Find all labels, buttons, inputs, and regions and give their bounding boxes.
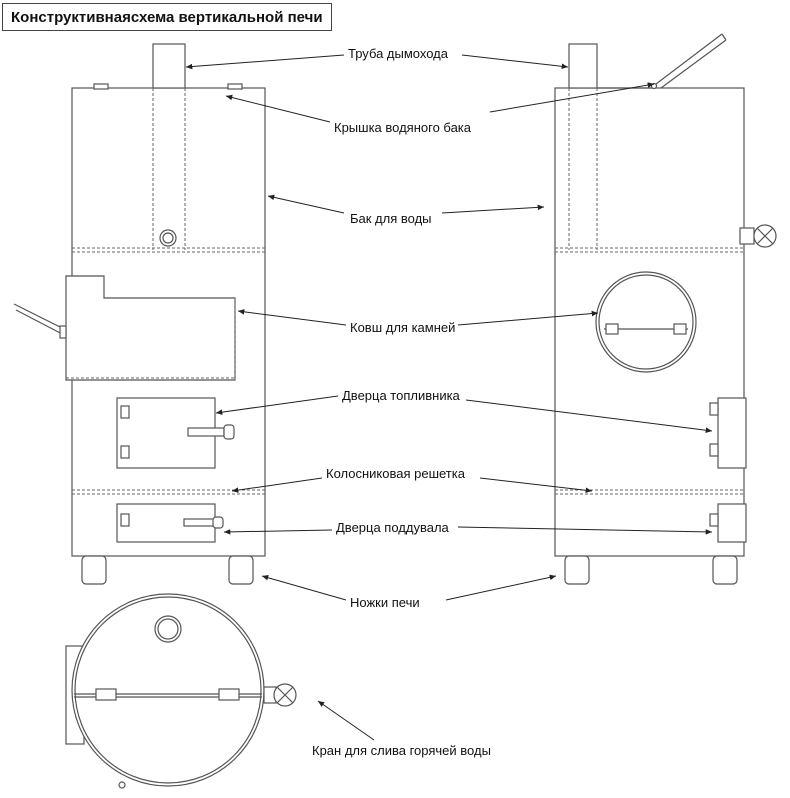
label-chimney: Труба дымохода — [348, 46, 448, 61]
label-grate: Колосниковая решетка — [326, 466, 465, 481]
tank-fill-hole — [159, 229, 177, 247]
diagram-title: Конструктивнаясхема вертикальной печи — [2, 3, 332, 31]
side-firebox-door — [717, 397, 747, 469]
top-view — [65, 593, 297, 789]
side-basket — [595, 271, 697, 373]
label-legs: Ножки печи — [350, 595, 420, 610]
lid-handle-left — [93, 83, 109, 90]
label-firebox-door: Дверца топливника — [342, 388, 460, 403]
side-tap-body — [739, 227, 755, 245]
open-lid — [655, 33, 723, 85]
basket-handle — [13, 303, 67, 331]
leader-arrows — [185, 54, 713, 741]
label-stone-basket: Ковш для камней — [350, 320, 456, 335]
label-water-tank: Бак для воды — [350, 211, 432, 226]
front-view — [13, 43, 266, 585]
leg-front-right — [228, 555, 254, 585]
lid-handle-right — [227, 83, 243, 90]
side-ash-door — [717, 503, 747, 543]
top-fill-hole — [154, 615, 182, 643]
leg-front-left — [81, 555, 107, 585]
front-chimney — [152, 43, 186, 89]
label-drain-tap: Кран для слива горячей воды — [312, 743, 491, 758]
label-tank-lid: Крышка водяного бака — [334, 120, 472, 135]
side-view — [554, 33, 777, 585]
label-ash-door: Дверца поддувала — [336, 520, 449, 535]
side-chimney — [568, 43, 598, 89]
